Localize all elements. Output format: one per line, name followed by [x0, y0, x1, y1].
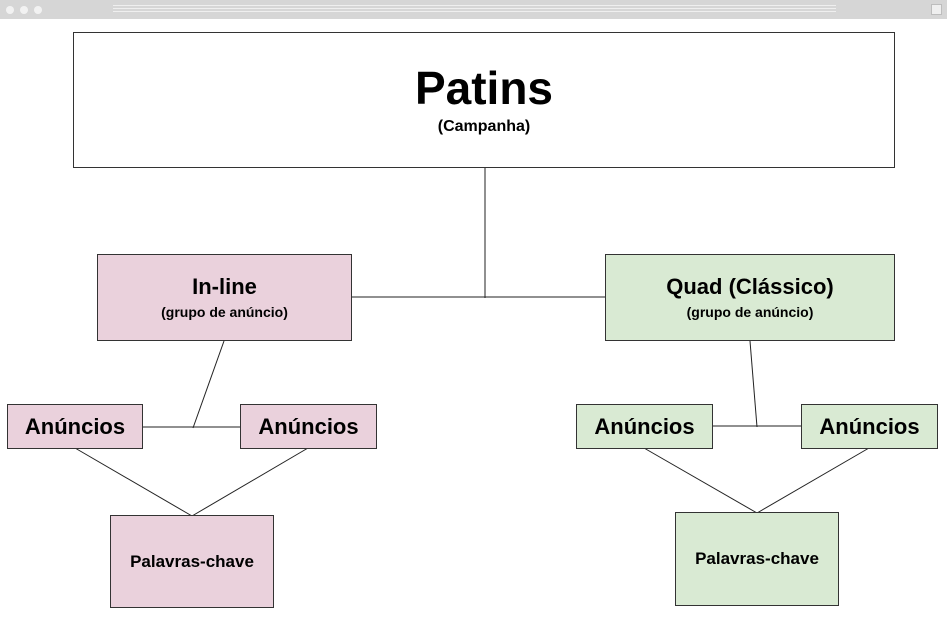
connector-quad-ad1-to-keywords	[643, 447, 758, 514]
keywords-label: Palavras-chave	[130, 551, 254, 571]
connector-quad-ad2-to-keywords	[756, 447, 870, 514]
ads-label: Anúncios	[594, 413, 695, 439]
ads-node-inline-2: Anúncios	[240, 404, 377, 449]
ad-group-title: In-line	[192, 274, 257, 300]
keywords-node-inline: Palavras-chave	[110, 515, 274, 608]
ads-node-quad-1: Anúncios	[576, 404, 713, 449]
connector-inline-to-ads	[192, 340, 225, 429]
connector-quad-to-ads	[749, 340, 758, 428]
ads-node-inline-1: Anúncios	[7, 404, 143, 449]
connector-inline-ad1-to-keywords	[74, 447, 193, 517]
ad-group-subtitle: (grupo de anúncio)	[161, 303, 288, 320]
window-close-dot-icon[interactable]	[6, 6, 14, 14]
campaign-node: Patins (Campanha)	[73, 32, 895, 168]
ad-group-node-inline: In-line (grupo de anúncio)	[97, 254, 352, 341]
campaign-subtitle: (Campanha)	[437, 118, 531, 136]
window-button-icon[interactable]	[931, 4, 942, 15]
address-bar[interactable]	[113, 5, 836, 14]
ad-group-title: Quad (Clássico)	[666, 274, 834, 300]
connector-inline-ad2-to-keywords	[191, 447, 309, 517]
ad-group-node-quad: Quad (Clássico) (grupo de anúncio)	[605, 254, 895, 341]
ads-label: Anúncios	[24, 413, 126, 439]
window-maximize-dot-icon[interactable]	[34, 6, 42, 14]
ads-label: Anúncios	[819, 413, 920, 439]
ad-group-subtitle: (grupo de anúncio)	[686, 303, 814, 320]
ads-node-quad-2: Anúncios	[801, 404, 938, 449]
ads-label: Anúncios	[258, 413, 359, 439]
browser-toolbar	[0, 0, 947, 19]
keywords-label: Palavras-chave	[695, 549, 819, 568]
keywords-node-quad: Palavras-chave	[675, 512, 839, 606]
window-minimize-dot-icon[interactable]	[20, 6, 28, 14]
campaign-title: Patins	[414, 61, 554, 114]
